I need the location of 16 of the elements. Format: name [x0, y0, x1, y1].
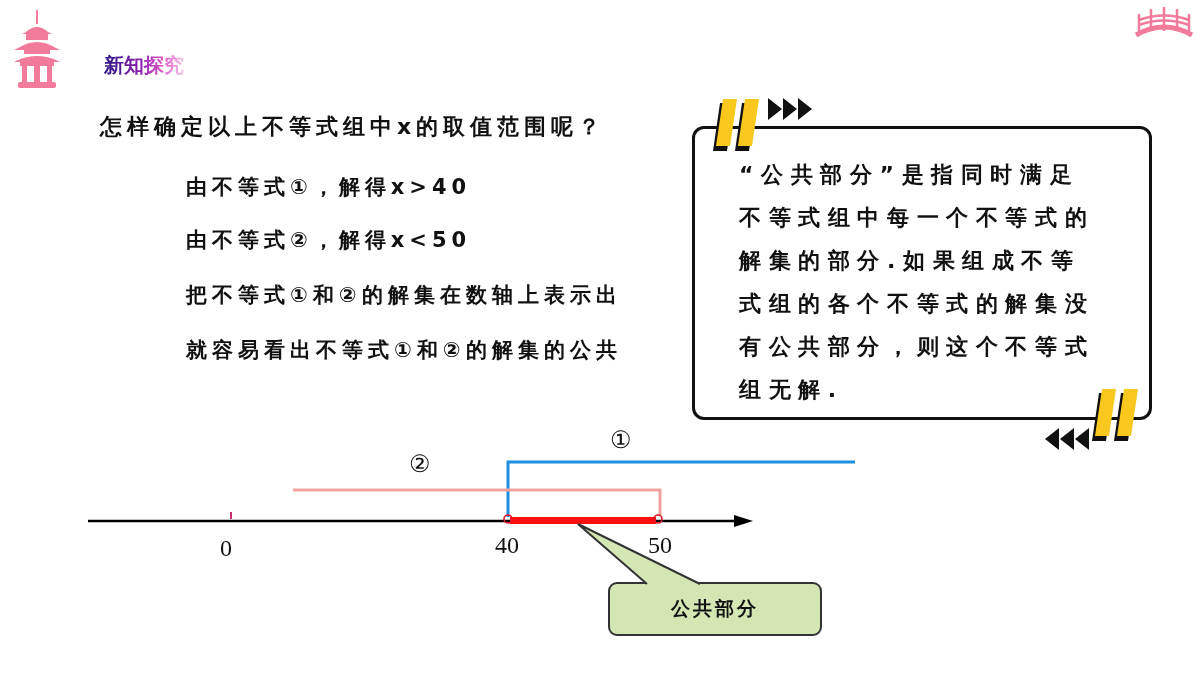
statement-text: 就容易看出不等式①和②的解集的公共 [186, 338, 622, 364]
statement-text: 由不等式②，解得x<50 [186, 228, 472, 254]
section-title: 新知探究 [104, 53, 184, 77]
common-segment [510, 517, 656, 524]
set-number: ② [409, 450, 431, 479]
callout-box [608, 582, 822, 636]
note-panel [692, 126, 1152, 420]
axis-number: 0 [220, 534, 232, 563]
statement-text: 把不等式①和②的解集在数轴上表示出 [186, 283, 622, 309]
axis-number: 40 [495, 531, 519, 560]
axis-number: 50 [648, 531, 672, 560]
statement-text: 由不等式①，解得x>40 [186, 175, 472, 201]
question-text: 怎样确定以上不等式组中x的取值范围呢？ [100, 114, 606, 141]
set-number: ① [610, 426, 632, 455]
note-text: “公共部分”是指同时满足不等式组中每一个不等式的解集的部分.如果组成不等式组的各个不等式的解集没有公共部分，则这个不等式组无解. [739, 161, 1096, 404]
callout-text: 公共部分 [671, 596, 759, 621]
